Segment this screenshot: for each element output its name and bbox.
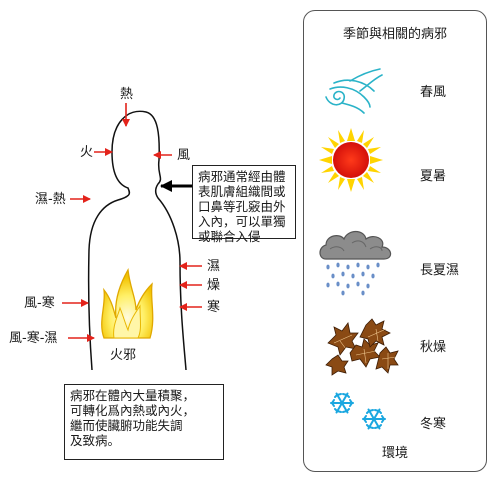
label-wind-cold-damp: 風-寒-濕 [9, 331, 58, 346]
season-label: 長夏濕 [420, 263, 460, 278]
rain-cloud-icon [319, 230, 392, 296]
dry-leaves-icon [325, 318, 399, 376]
season-label: 秋燥 [420, 340, 447, 355]
label-fire: 火 [80, 145, 94, 160]
pathogen-arrows [62, 103, 202, 342]
sun-icon [319, 128, 383, 192]
entry-note-line: 口鼻等孔竅由外 [198, 199, 286, 214]
entry-note-line: 表肌膚組織間或 [198, 184, 286, 199]
label-fire-evil: 火邪 [110, 348, 137, 363]
entry-note-line: 病邪通常經由體 [198, 169, 286, 184]
season-label: 春風 [420, 85, 447, 100]
label-wind-cold: 風-寒 [24, 296, 55, 311]
entry-note-line: 或聯合入侵 [198, 229, 261, 244]
body-outline [87, 110, 187, 371]
season-label: 冬寒 [420, 417, 447, 432]
snowflake-icon [330, 392, 386, 430]
fire-flame [101, 267, 154, 339]
label-damp: 濕 [207, 259, 221, 274]
accumulate-note-box: 病邪在體內大量積聚， 可轉化爲內熱或內火， 繼而使臟腑功能失調 及致病。 [64, 384, 224, 460]
season-label: 夏暑 [420, 169, 447, 184]
entry-note-line: 入內，可以單獨 [198, 214, 286, 229]
panel-title: 季節與相關的病邪 [342, 27, 447, 42]
entry-note-box: 病邪通常經由體 表肌膚組織間或 口鼻等孔竅由外 入內，可以單獨 或聯合入侵 [192, 165, 296, 244]
seasons-panel: 季節與相關的病邪 春風 [303, 10, 487, 472]
label-heat: 熱 [120, 87, 134, 102]
accumulate-note-line: 繼而使臟腑功能失調 [70, 418, 183, 433]
accumulate-note-line: 病邪在體內大量積聚， [70, 388, 196, 403]
panel-footer: 環境 [381, 446, 408, 461]
wind-icon [325, 68, 383, 114]
accumulate-note-line: 可轉化爲內熱或內火， [70, 403, 196, 418]
label-dry: 燥 [207, 278, 221, 293]
label-wind: 風 [177, 148, 191, 163]
label-cold: 寒 [207, 300, 221, 315]
accumulate-note-line: 及致病。 [70, 433, 121, 448]
label-damp-heat: 濕-熱 [35, 192, 66, 207]
